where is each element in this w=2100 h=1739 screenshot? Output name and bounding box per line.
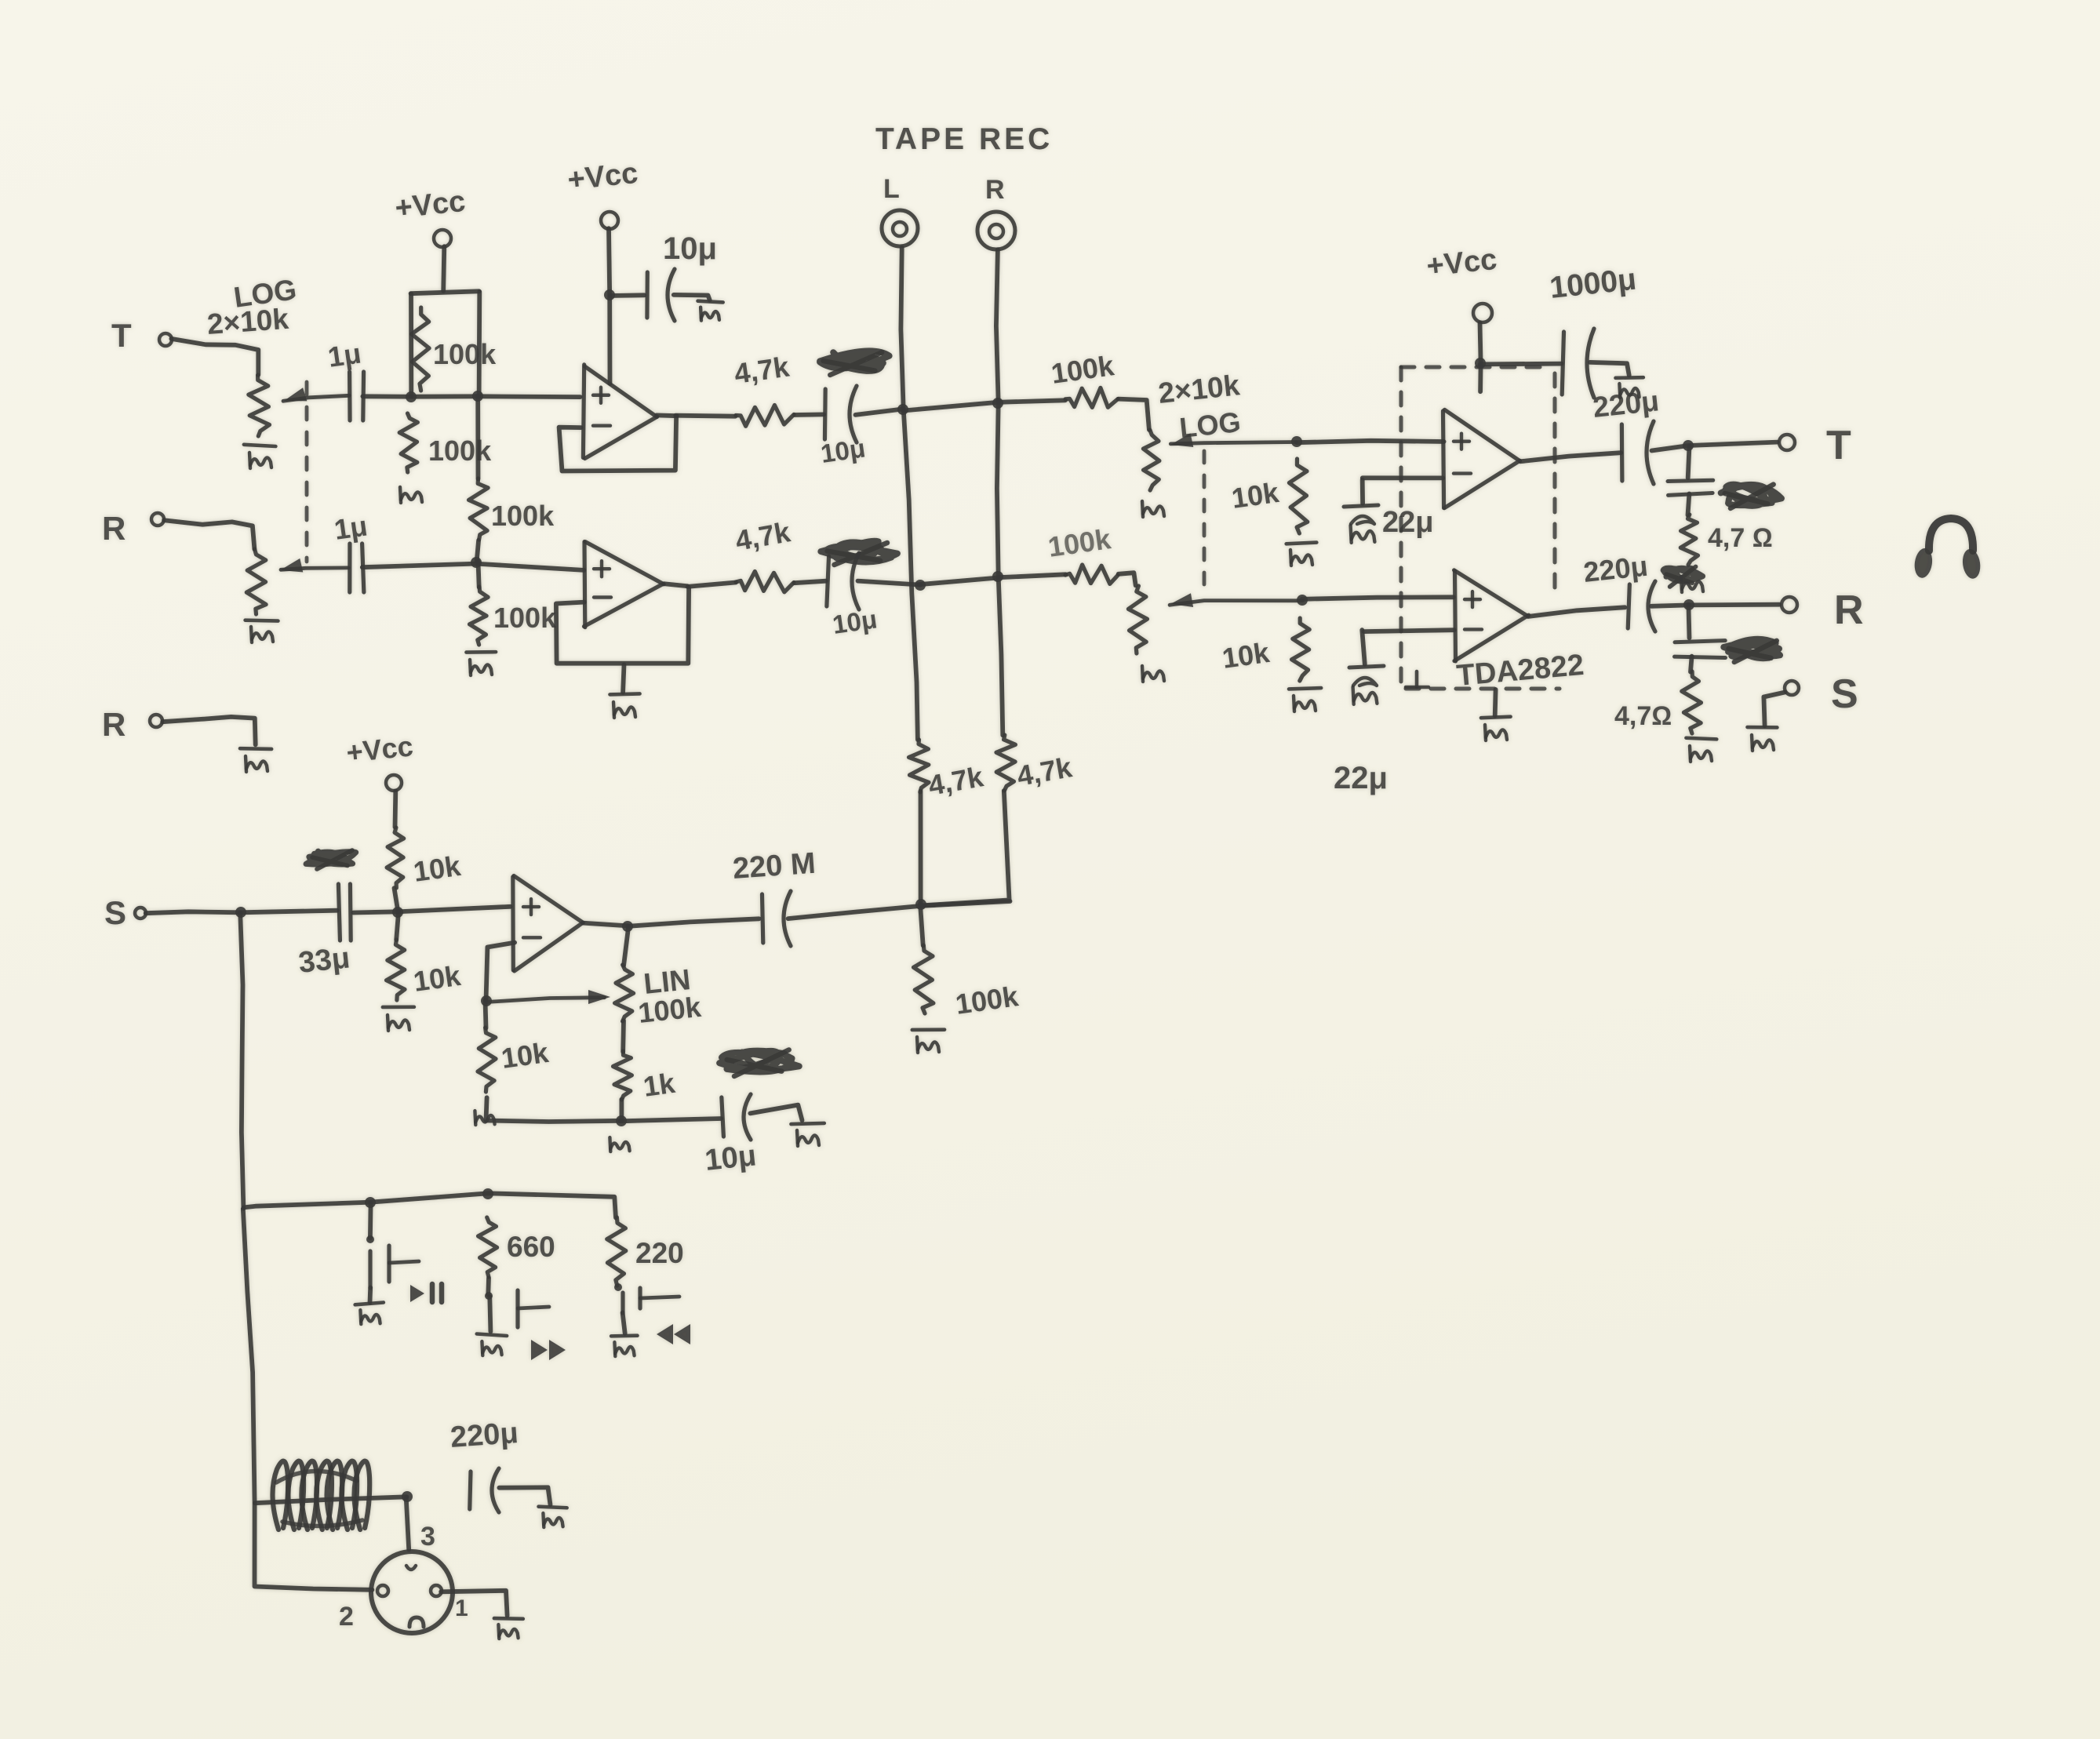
svg-text:10k: 10k xyxy=(411,959,463,998)
svg-text:220μ: 220μ xyxy=(449,1417,519,1454)
svg-text:R: R xyxy=(1834,588,1864,633)
svg-text:4,7 Ω: 4,7 Ω xyxy=(1708,523,1773,553)
svg-text:+Vcc: +Vcc xyxy=(566,157,640,197)
svg-text:T: T xyxy=(1826,423,1851,468)
svg-text:10μ: 10μ xyxy=(831,604,879,639)
svg-text:+Vcc: +Vcc xyxy=(345,729,415,769)
svg-text:10μ: 10μ xyxy=(819,433,868,468)
svg-text:1k: 1k xyxy=(641,1067,677,1103)
svg-text:2: 2 xyxy=(339,1602,354,1632)
svg-text:10k: 10k xyxy=(411,849,463,888)
svg-text:2×10k: 2×10k xyxy=(206,303,290,340)
svg-text:R: R xyxy=(102,706,126,743)
svg-text:1μ: 1μ xyxy=(332,509,369,545)
svg-text:220: 220 xyxy=(635,1237,684,1269)
svg-text:T: T xyxy=(111,317,132,354)
svg-text:100k: 100k xyxy=(433,338,497,370)
svg-text:S: S xyxy=(1831,671,1858,717)
svg-text:220μ: 220μ xyxy=(1582,550,1650,588)
svg-text:1μ: 1μ xyxy=(326,337,362,373)
svg-text:R: R xyxy=(985,175,1005,205)
svg-text:100k: 100k xyxy=(428,435,492,467)
svg-text:S: S xyxy=(104,894,126,931)
svg-text:10μ: 10μ xyxy=(704,1139,759,1177)
svg-text:+Vcc: +Vcc xyxy=(1425,243,1499,283)
svg-text:10k: 10k xyxy=(1229,476,1281,515)
svg-text:4,7k: 4,7k xyxy=(732,350,792,389)
svg-text:TAPE REC: TAPE REC xyxy=(875,122,1053,156)
svg-text:LIN: LIN xyxy=(642,963,693,1000)
svg-text:100k: 100k xyxy=(491,500,555,532)
svg-text:+Vcc: +Vcc xyxy=(394,185,468,225)
svg-text:10μ: 10μ xyxy=(663,231,717,266)
svg-text:22μ: 22μ xyxy=(1382,506,1434,539)
svg-text:100k: 100k xyxy=(637,991,704,1029)
svg-text:4,7Ω: 4,7Ω xyxy=(1614,701,1672,731)
svg-text:33μ: 33μ xyxy=(297,941,352,980)
svg-text:220 M: 220 M xyxy=(732,847,817,886)
svg-text:22μ: 22μ xyxy=(1334,761,1388,795)
svg-text:220μ: 220μ xyxy=(1592,384,1661,424)
svg-text:L: L xyxy=(883,174,900,204)
svg-text:660: 660 xyxy=(507,1231,555,1263)
svg-text:3: 3 xyxy=(420,1522,435,1552)
svg-text:R: R xyxy=(102,510,126,547)
svg-text:100k: 100k xyxy=(493,602,557,634)
svg-text:10k: 10k xyxy=(1220,636,1272,675)
svg-text:1: 1 xyxy=(455,1595,468,1621)
svg-text:10k: 10k xyxy=(499,1036,551,1075)
